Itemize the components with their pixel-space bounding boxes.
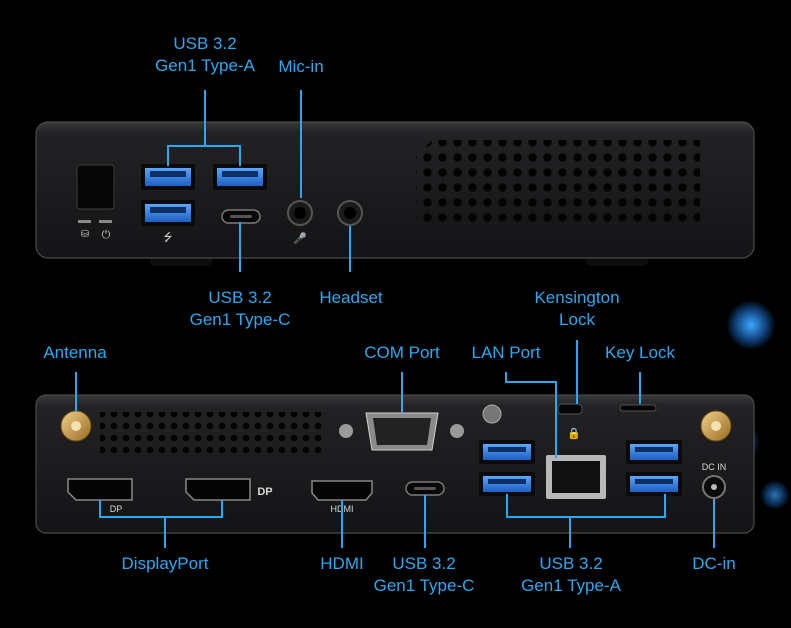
hdmi-label: HDMI [307,553,377,575]
lan-port-label: LAN Port [460,342,552,364]
hdmi-text: HDMI [320,554,364,573]
svg-text:🔒: 🔒 [567,427,581,440]
rear-panel: 🔒 [35,394,755,534]
svg-text:⏻: ⏻ [102,228,111,241]
lan-port-text: LAN Port [471,343,541,362]
rear-usb-a-label-line1: USB 3.2 [539,554,603,573]
displayport-label: DisplayPort [105,553,225,575]
mic-in-text: Mic-in [278,57,324,76]
front-leader-lines [167,90,351,272]
mic-in-label: Mic-in [265,56,337,78]
rear-usb-c-label-line1: USB 3.2 [392,554,456,573]
key-lock-text: Key Lock [605,343,675,362]
dcin-mark: DC IN [702,462,727,472]
antenna-text: Antenna [43,343,107,362]
dp1-mark: DP [110,504,123,514]
headset-text: Headset [319,288,383,307]
rear-leader-lines [75,340,715,548]
headset-label: Headset [306,287,396,309]
background-light [760,480,790,510]
antenna-label: Antenna [30,342,120,364]
displayport-text: DisplayPort [121,554,209,573]
rear-usb-a-label-line2: Gen1 Type-A [521,576,621,595]
dc-in-label: DC-in [675,553,753,575]
svg-text:⭍: ⭍ [163,231,172,244]
rear-usb-a-label: USB 3.2 Gen1 Type-A [505,553,637,597]
front-usb-c-label: USB 3.2 Gen1 Type-C [175,287,305,331]
front-usb-a-label-line1: USB 3.2 [173,34,237,53]
kensington-label-line1: Kensington [534,288,620,307]
com-port-text: COM Port [364,343,440,362]
front-panel: ⛁ ⏻ ⭍ 🎤 [35,121,755,266]
com-port-label: COM Port [352,342,452,364]
svg-text:⛁: ⛁ [81,229,89,240]
front-usb-a-label-line2: Gen1 Type-A [155,56,255,75]
front-usb-a-ports: ⭍ [141,164,267,244]
rear-usb-c-label-line2: Gen1 Type-C [373,576,475,595]
kensington-lock-label: Kensington Lock [522,287,632,331]
dp2-mark: DP [257,486,272,498]
svg-text:🎤: 🎤 [293,231,307,245]
front-usb-c-label-line1: USB 3.2 [208,288,272,307]
background-light [726,300,776,350]
dc-in-text: DC-in [692,554,736,573]
key-lock-label: Key Lock [594,342,686,364]
kensington-label-line2: Lock [559,310,595,329]
front-usb-a-label: USB 3.2 Gen1 Type-A [140,33,270,77]
rear-usb-c-label: USB 3.2 Gen1 Type-C [358,553,490,597]
front-usb-c-label-line2: Gen1 Type-C [189,310,291,329]
